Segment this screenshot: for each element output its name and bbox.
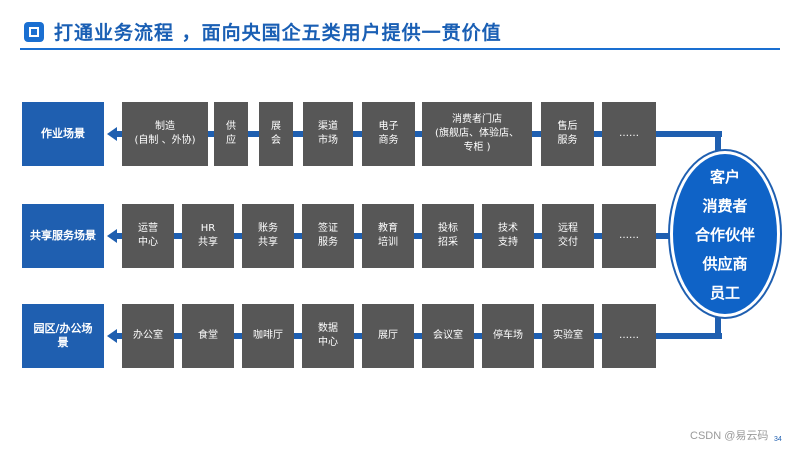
scenario-box: ……: [602, 304, 656, 368]
scenario-box: 数据 中心: [302, 304, 354, 368]
scenario-box: 办公室: [122, 304, 174, 368]
scenario-box: 投标 招采: [422, 204, 474, 268]
scenario-box: HR 共享: [182, 204, 234, 268]
scenario-box: 签证 服务: [302, 204, 354, 268]
scenario-box: 实验室: [542, 304, 594, 368]
arrow-left-icon: [107, 127, 117, 141]
scenario-box: 售后 服务: [541, 102, 594, 166]
scenario-box: 咖啡厅: [242, 304, 294, 368]
scenario-box: 停车场: [482, 304, 534, 368]
user-type: 员工: [709, 283, 740, 302]
scenario-box: 供 应: [214, 102, 248, 166]
scenario-box: ……: [602, 102, 656, 166]
scenario-box: 消费者门店 (旗舰店、体验店、 专柜 ): [422, 102, 532, 166]
title-underline: [20, 48, 780, 50]
user-type: 消费者: [702, 196, 748, 215]
category-label: 作业场景: [22, 102, 104, 166]
user-type: 合作伙伴: [694, 225, 755, 244]
scenario-box: 技术 支持: [482, 204, 534, 268]
category-label: 共享服务场景: [22, 204, 104, 268]
chip-icon: [24, 22, 44, 42]
connector-vertical-top: [715, 131, 721, 161]
scenario-box: 制造 (自制 、外协): [122, 102, 208, 166]
user-types-oval: 客户 消费者 合作伙伴 供应商 员工: [670, 151, 780, 317]
arrow-left-icon: [107, 329, 117, 343]
arrow-left-icon: [107, 229, 117, 243]
scenario-box: 展厅: [362, 304, 414, 368]
scenario-box: 账务 共享: [242, 204, 294, 268]
connector-vertical-bottom: [715, 310, 721, 339]
user-type: 客户: [709, 167, 740, 186]
page-title: 打通业务流程 ，面向央国企五类用户提供一贯价值: [54, 22, 502, 44]
scenario-box: ……: [602, 204, 656, 268]
row-connector-line: [112, 333, 722, 339]
scenario-box: 电子 商务: [362, 102, 415, 166]
row-connector-line: [112, 131, 722, 137]
scenario-box: 远程 交付: [542, 204, 594, 268]
row-connector-line: [112, 233, 722, 239]
user-type: 供应商: [702, 254, 748, 273]
scenario-box: 渠道 市场: [303, 102, 353, 166]
scenario-box: 教育 培训: [362, 204, 414, 268]
watermark: CSDN @易云码: [690, 430, 769, 442]
category-label: 园区/办公场景: [22, 304, 104, 368]
scenario-box: 运营 中心: [122, 204, 174, 268]
page-number: 34: [774, 436, 782, 443]
scenario-box: 展 会: [259, 102, 293, 166]
scenario-box: 食堂: [182, 304, 234, 368]
scenario-box: 会议室: [422, 304, 474, 368]
